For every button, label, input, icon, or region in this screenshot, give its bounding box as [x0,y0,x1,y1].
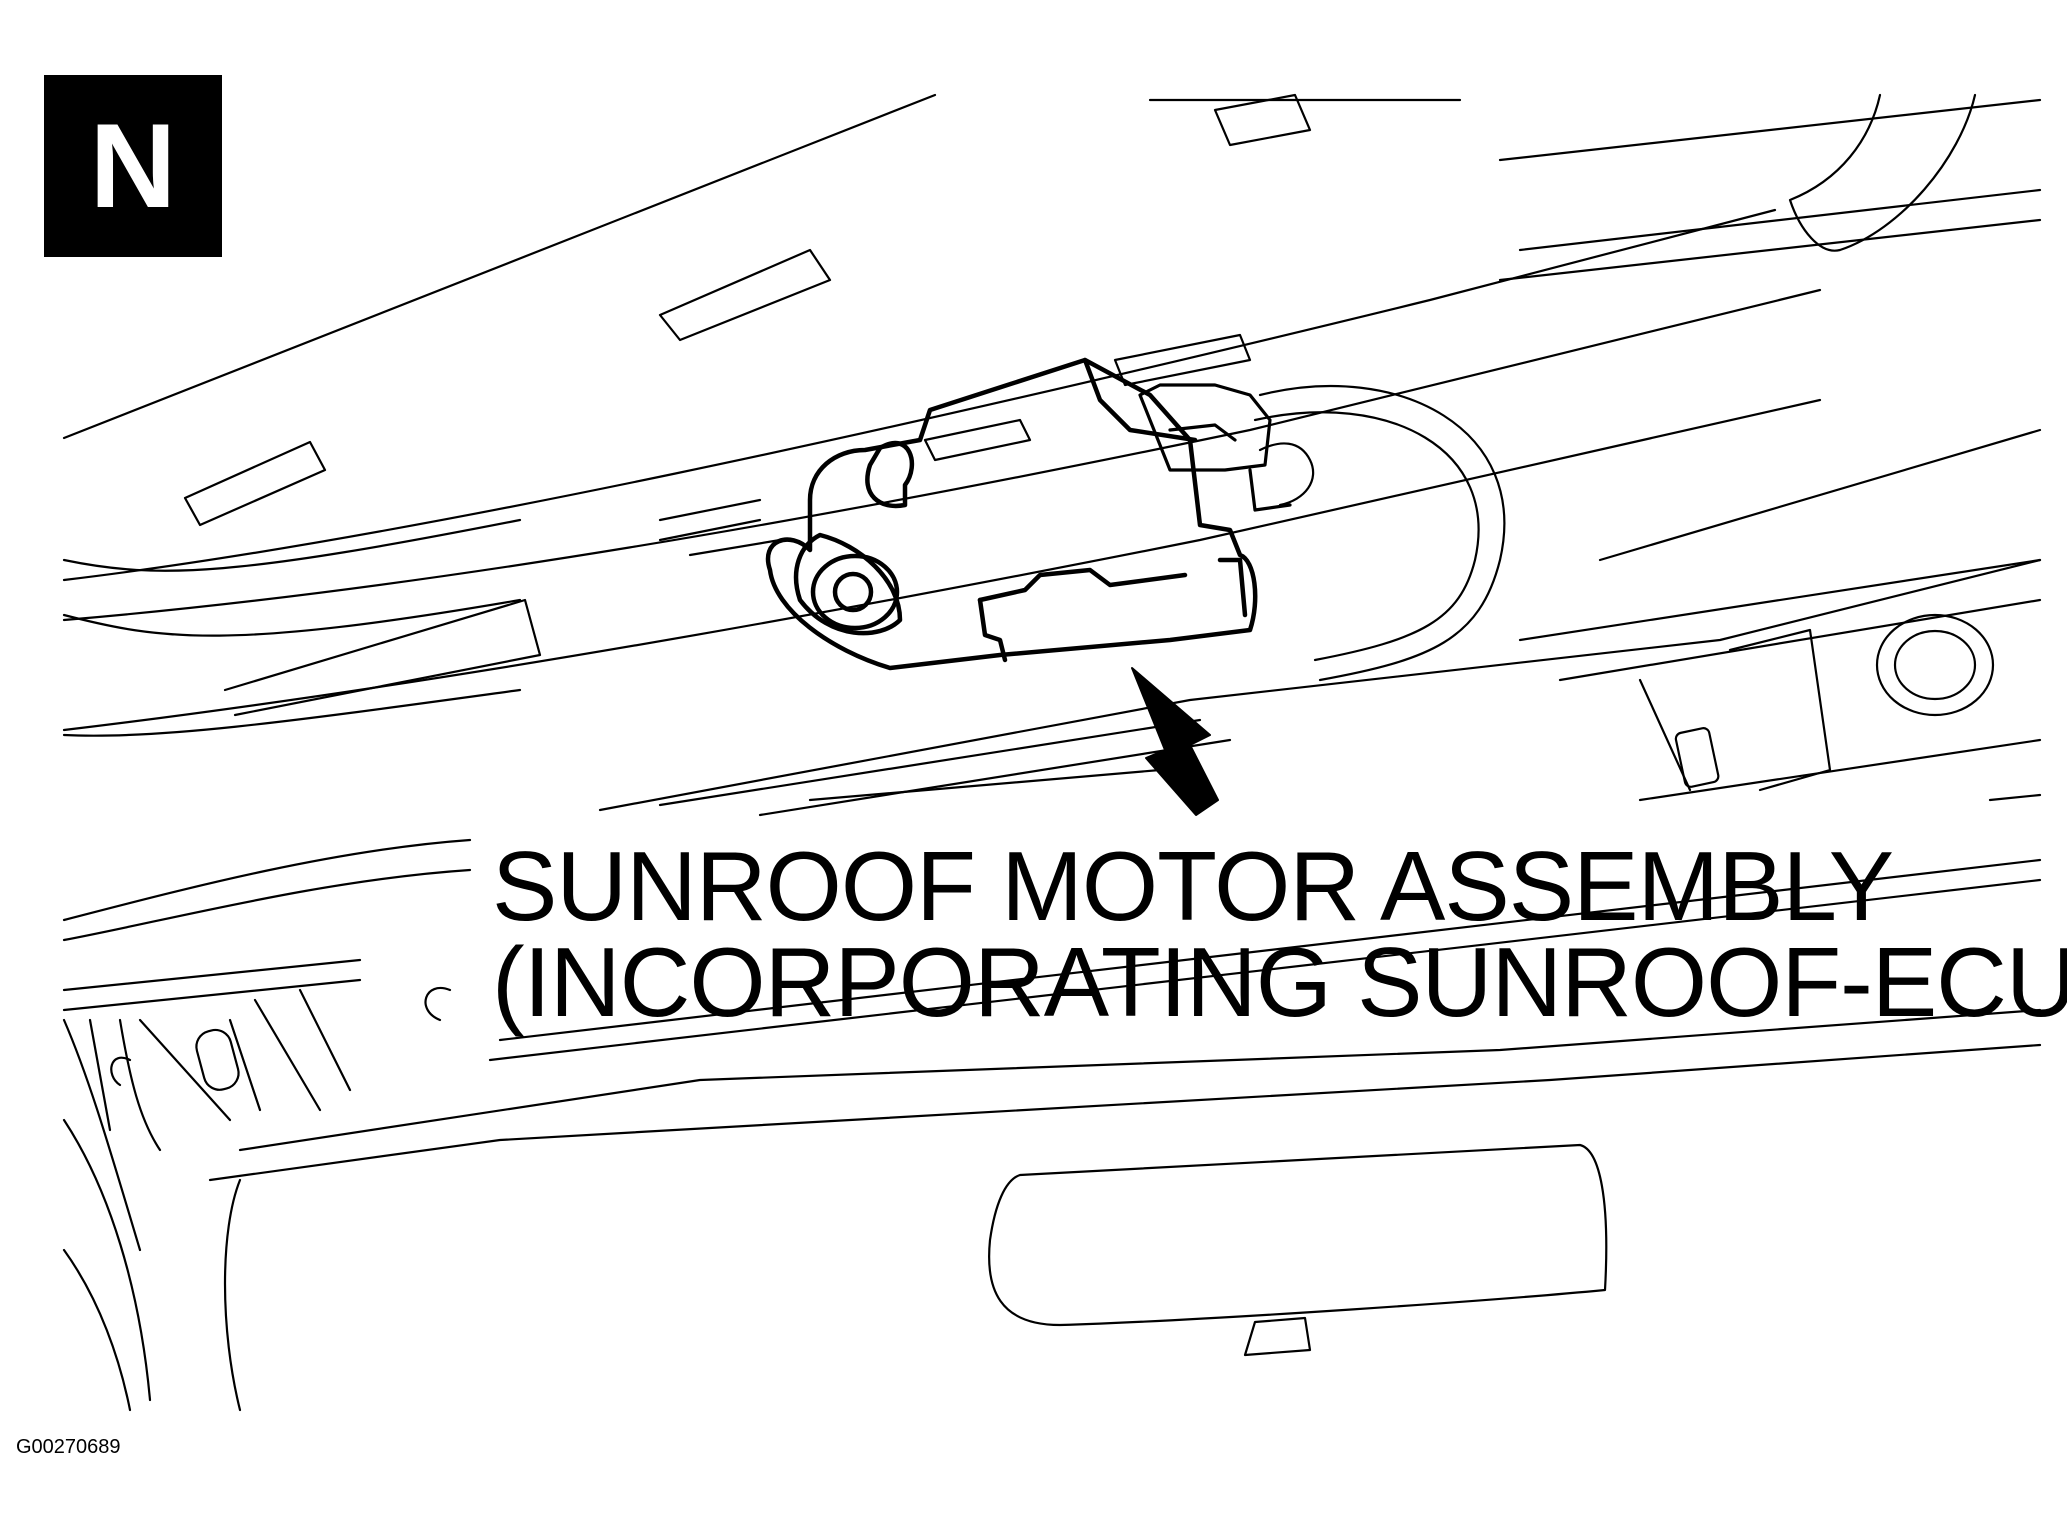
callout-line-2: (INCORPORATING SUNROOF-ECU) [492,927,2067,1037]
figure-id: G00270689 [16,1436,121,1458]
view-letter-badge: N [44,75,222,257]
rear-view-mirror [989,1145,1606,1355]
right-fitting [1640,615,1993,790]
roof-slots [185,95,1719,788]
callout-arrow [1132,668,1218,815]
cable-loop [1255,386,1504,680]
left-rail [64,500,780,715]
connector-plug [1140,385,1290,510]
callout-line-1: SUNROOF MOTOR ASSEMBLY [492,831,1894,941]
roof-panel-edges [64,95,2040,815]
right-tube [1790,95,1975,251]
motor-assembly [768,360,1255,668]
lower-left-frame [64,840,2040,1410]
callout-label: SUNROOF MOTOR ASSEMBLY (INCORPORATING SU… [492,831,2067,1037]
